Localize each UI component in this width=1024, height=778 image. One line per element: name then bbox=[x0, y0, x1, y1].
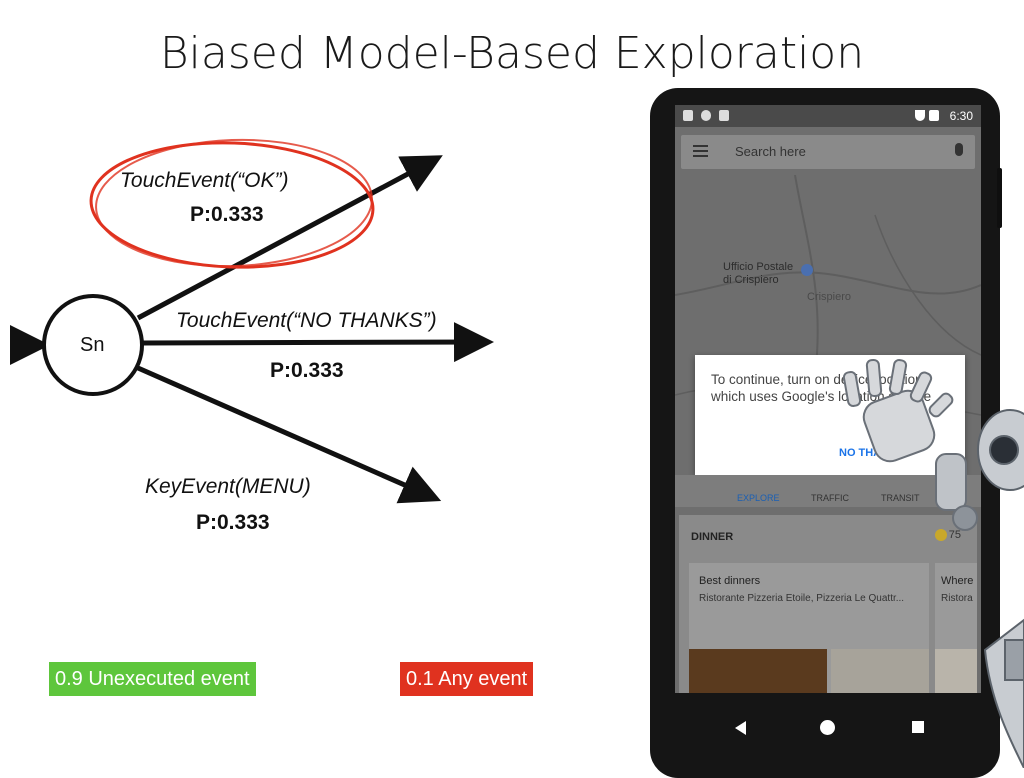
state-node-circle bbox=[42, 294, 144, 396]
restaurant-photo-3 bbox=[935, 649, 977, 693]
legend-unexecuted-badge: 0.9 Unexecuted event bbox=[49, 662, 256, 696]
edge-ok-label: TouchEvent(“OK”) bbox=[120, 169, 289, 192]
tab-traffic[interactable]: TRAFFIC bbox=[811, 493, 849, 503]
slide-title: Biased Model-Based Exploration bbox=[159, 28, 865, 79]
notification-icon bbox=[683, 110, 693, 121]
status-bar: 6:30 bbox=[675, 105, 981, 127]
sync-icon bbox=[701, 110, 711, 121]
maps-tab-bar: EXPLORE TRAFFIC TRANSIT bbox=[675, 475, 981, 507]
card-header: DINNER bbox=[691, 531, 734, 543]
edge-ok-arrow bbox=[136, 155, 443, 321]
best-dinners-title: Best dinners bbox=[699, 575, 761, 587]
tab-transit[interactable]: TRANSIT bbox=[881, 493, 920, 503]
phone-side-button bbox=[997, 168, 1002, 228]
robot-hand bbox=[842, 358, 978, 531]
edge-ok-prob: P:0.333 bbox=[190, 203, 264, 226]
search-input[interactable]: Search here bbox=[735, 144, 806, 159]
restaurant-photo-1 bbox=[689, 649, 827, 693]
best-dinners-card[interactable]: Best dinners Ristorante Pizzeria Etoile,… bbox=[689, 563, 929, 693]
edge-menu-label: KeyEvent(MENU) bbox=[145, 475, 311, 498]
menu-icon[interactable] bbox=[693, 145, 708, 157]
sd-card-icon bbox=[719, 110, 729, 121]
best-dinners-desc: Ristorante Pizzeria Etoile, Pizzeria Le … bbox=[699, 593, 905, 604]
card-count: 75 bbox=[948, 529, 961, 541]
restaurant-photo-2 bbox=[831, 649, 929, 693]
map-label-town: Crispiero bbox=[807, 291, 852, 303]
highlight-ellipse-stroke2 bbox=[95, 138, 373, 268]
maps-search-bar[interactable]: Search here bbox=[681, 135, 975, 169]
microphone-icon[interactable] bbox=[955, 143, 963, 156]
home-icon[interactable] bbox=[820, 720, 835, 735]
status-time: 6:30 bbox=[949, 109, 973, 123]
edge-nothanks-label: TouchEvent(“NO THANKS”) bbox=[176, 309, 437, 332]
back-icon[interactable] bbox=[735, 721, 746, 735]
state-node-label: Sn bbox=[80, 334, 105, 356]
dinner-card[interactable]: DINNER 75 Best dinners Ristorante Pizzer… bbox=[679, 515, 977, 693]
edge-menu-prob: P:0.333 bbox=[196, 511, 270, 534]
legend-any-badge: 0.1 Any event bbox=[400, 662, 534, 696]
recent-apps-icon[interactable] bbox=[912, 721, 924, 733]
edge-nothanks-arrow bbox=[141, 322, 494, 363]
rating-dot-icon bbox=[935, 529, 947, 541]
signal-icon bbox=[929, 110, 939, 121]
edge-nothanks-prob: P:0.333 bbox=[270, 359, 344, 382]
tab-explore[interactable]: EXPLORE bbox=[737, 493, 780, 503]
where-card[interactable]: Where Ristora bbox=[935, 563, 977, 693]
robot-body bbox=[977, 409, 1024, 768]
edge-menu-arrow bbox=[136, 365, 442, 504]
wifi-icon bbox=[915, 110, 925, 121]
where-title: Where bbox=[941, 575, 974, 587]
where-desc: Ristora bbox=[941, 593, 973, 604]
android-nav-bar bbox=[675, 708, 981, 748]
